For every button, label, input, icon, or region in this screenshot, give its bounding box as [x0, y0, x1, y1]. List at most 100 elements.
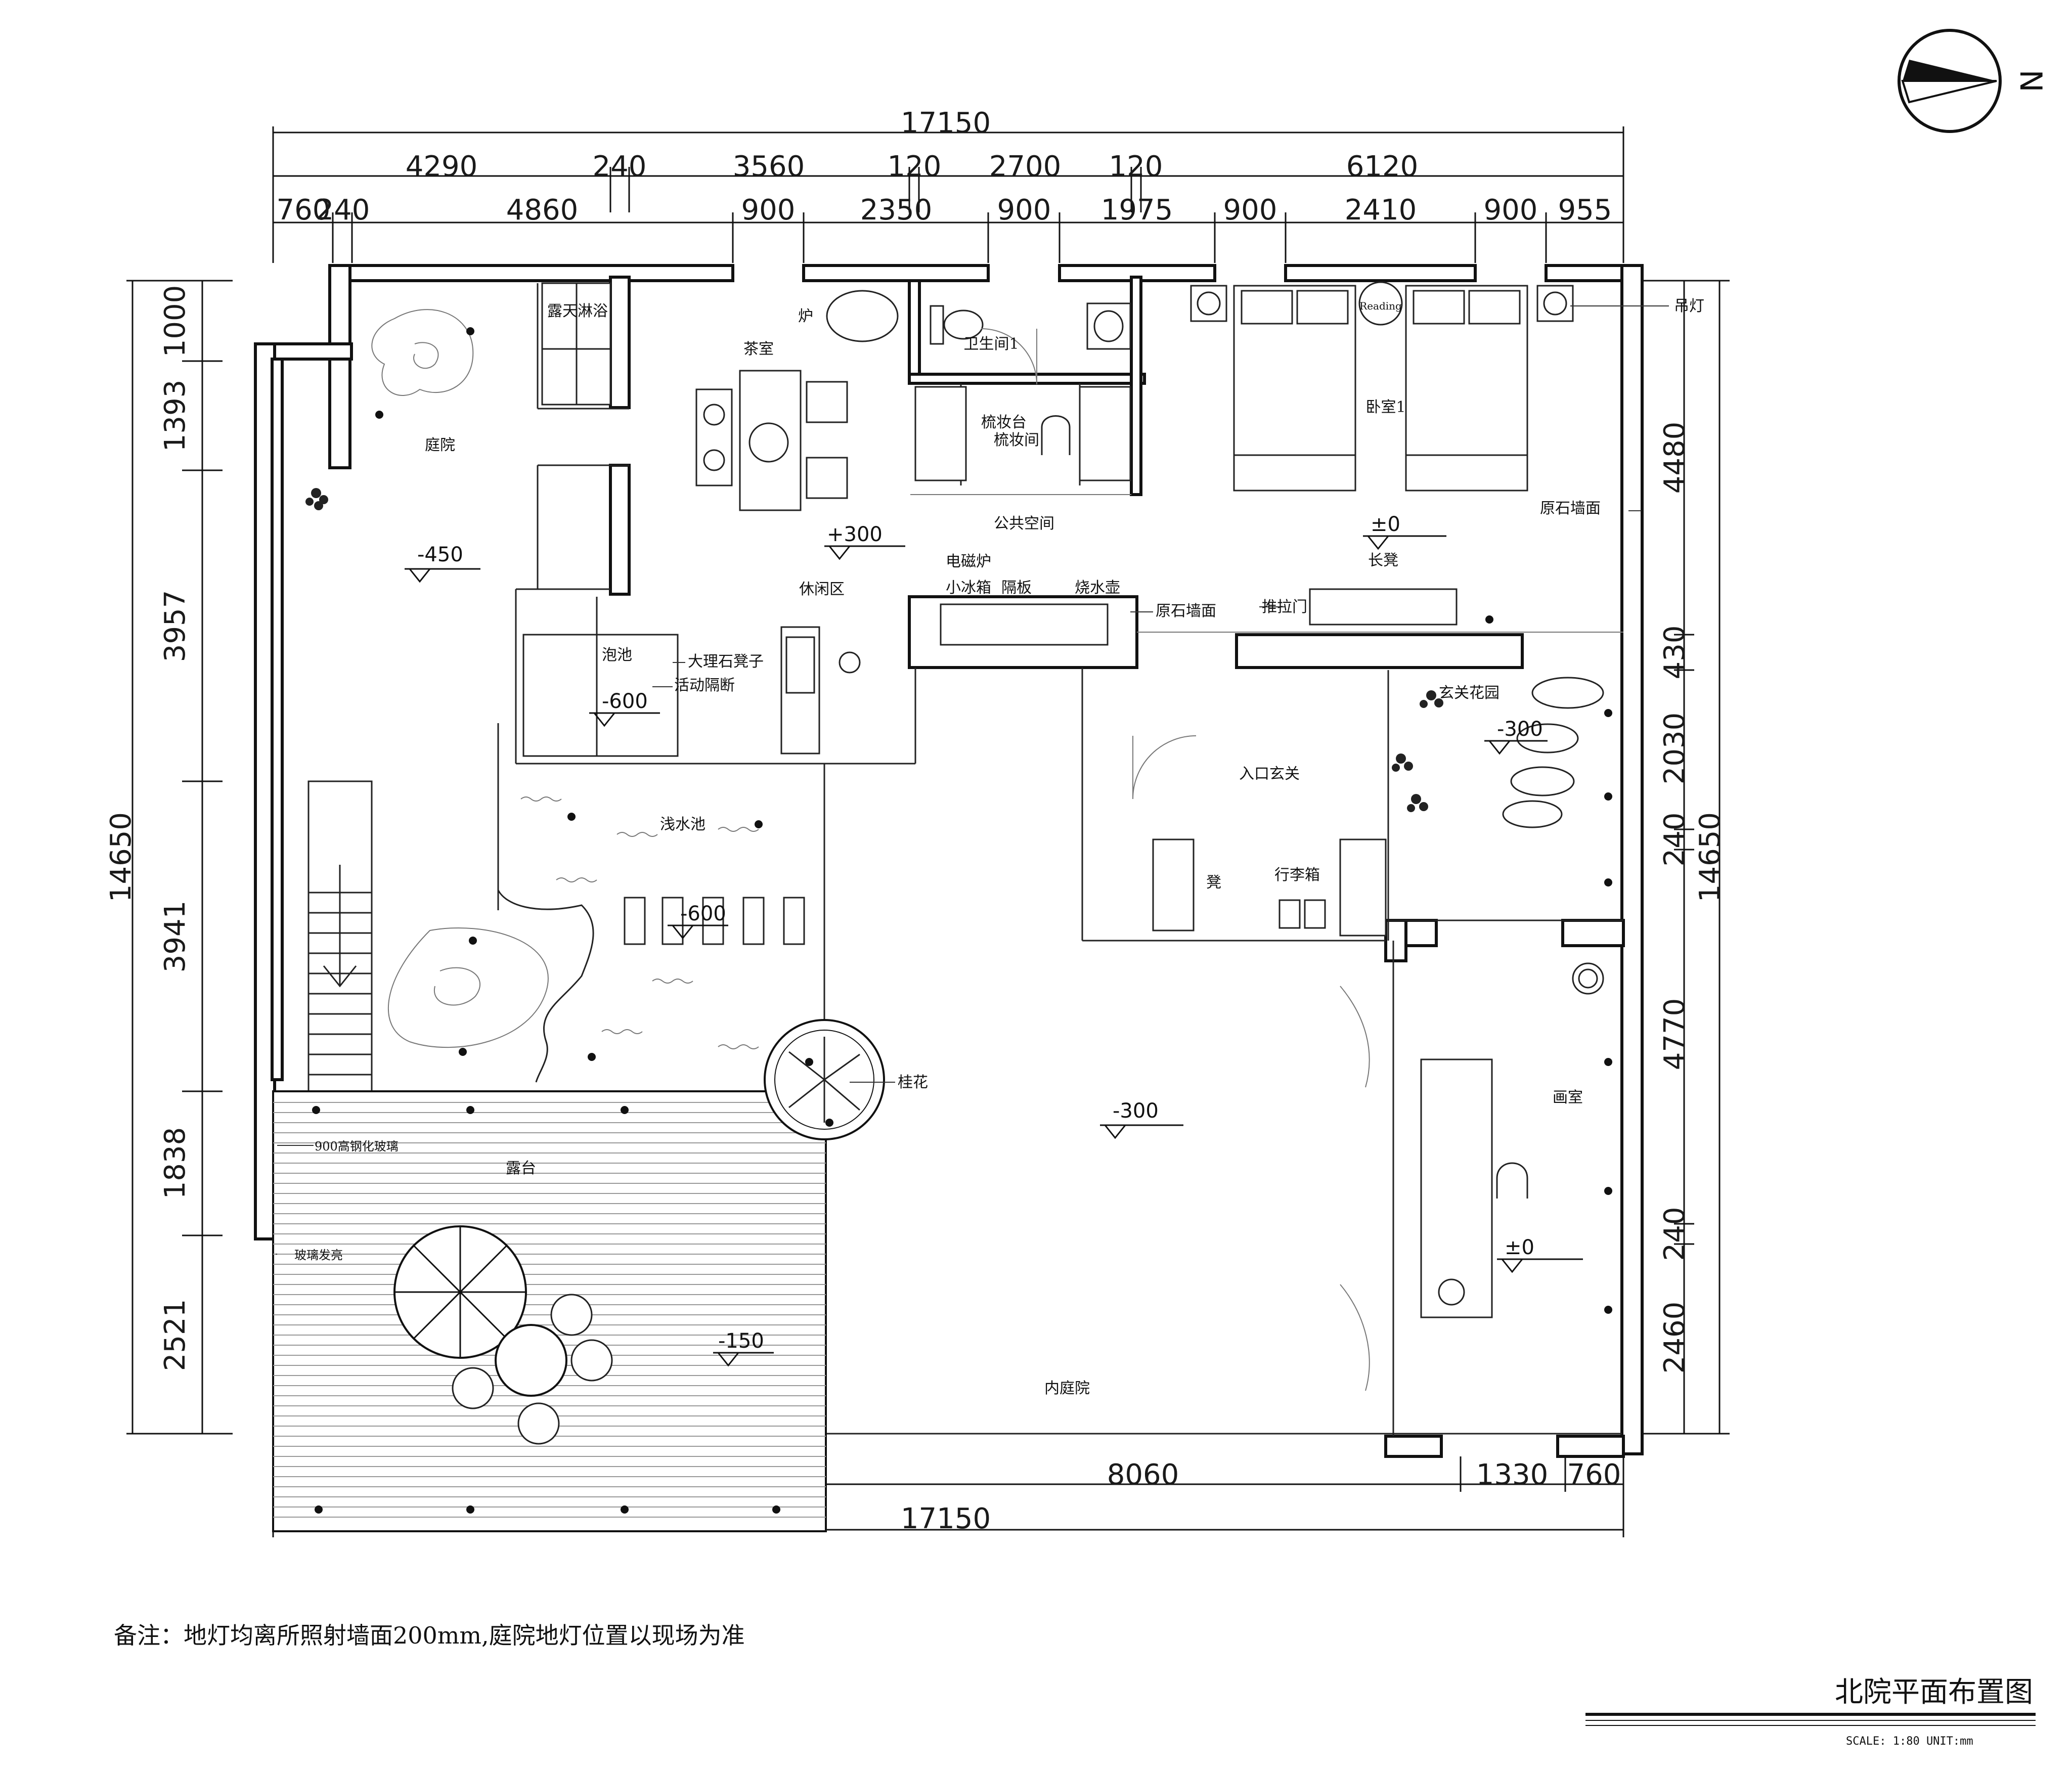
osmanthus-tree-icon — [764, 1019, 885, 1140]
label-pendant-lamp: 吊灯 — [1674, 297, 1704, 315]
scale-note: SCALE: 1:80 UNIT:mm — [1846, 1735, 1973, 1748]
remark-note: 备注：地灯均离所照射墙面200mm,庭院地灯位置以现场为准 — [114, 1622, 745, 1649]
left-dimension-lines — [126, 280, 233, 1435]
dim-top-900d: 900 — [1484, 194, 1538, 227]
door-swings — [981, 328, 1370, 1391]
dim-right-2030: 2030 — [1658, 713, 1691, 785]
dim-left-total: 14650 — [105, 812, 138, 902]
label-tea-room: 茶室 — [743, 340, 774, 358]
vanity-chair-icon — [1041, 415, 1071, 455]
label-long-bench: 长凳 — [1368, 552, 1398, 569]
shower-icon — [541, 282, 611, 406]
water-ripples — [520, 796, 759, 1049]
nightstand-right-icon — [1536, 285, 1574, 322]
long-bench-icon — [1309, 588, 1458, 626]
dim-top-900b: 900 — [997, 194, 1051, 227]
dim-top-900a: 900 — [741, 194, 796, 227]
level-studio: ±0 — [1505, 1236, 1534, 1259]
label-stone-wall-1: 原石墙面 — [1540, 500, 1601, 517]
label-vanity-room: 梳妆间 — [994, 431, 1039, 449]
wardrobe-icon — [914, 386, 1131, 481]
north-label: N — [2013, 70, 2048, 93]
level-garden: -300 — [1497, 718, 1543, 741]
shrub-icons — [305, 488, 1443, 812]
bed-left-icon — [1233, 285, 1356, 492]
label-luggage-rack: 行李箱 — [1274, 866, 1320, 884]
label-lounge: 休闲区 — [799, 581, 845, 598]
label-stone-wall-2: 原石墙面 — [1156, 602, 1216, 620]
stove-icon — [826, 290, 899, 342]
leader-lines — [276, 305, 1669, 1255]
dim-left-2521: 2521 — [159, 1299, 192, 1371]
dim-top-6120: 6120 — [1346, 150, 1419, 183]
label-osmanthus: 桂花 — [898, 1074, 928, 1091]
label-reading: Reading — [1359, 300, 1402, 312]
pool-edge — [497, 890, 594, 1083]
dim-left-1000: 1000 — [159, 285, 192, 358]
label-mini-fridge: 小冰箱 — [946, 579, 991, 597]
dim-top-4290: 4290 — [406, 150, 478, 183]
label-bath1: 卫生间1 — [963, 335, 1019, 353]
dim-right-240a: 240 — [1658, 813, 1691, 867]
dim-top-total: 17150 — [901, 107, 991, 140]
dim-right-430: 430 — [1658, 626, 1691, 680]
label-vanity-table: 梳妆台 — [981, 414, 1027, 431]
stepping-stones — [624, 897, 805, 945]
level-courtyard: -450 — [417, 543, 463, 566]
dim-right-4480: 4480 — [1658, 422, 1691, 494]
pond-rock-icon — [387, 927, 549, 1048]
north-arrow-icon — [1898, 29, 2002, 133]
label-terrace: 露台 — [506, 1160, 536, 1177]
dim-right-4770: 4770 — [1658, 998, 1691, 1071]
label-stove: 炉 — [798, 307, 813, 325]
label-induction-cooker: 电磁炉 — [946, 553, 991, 570]
label-courtyard: 庭院 — [425, 436, 455, 454]
basin-icon — [1086, 302, 1131, 350]
dim-top-2410: 2410 — [1345, 194, 1417, 227]
label-entry-garden: 玄关花园 — [1439, 684, 1500, 702]
terrace-deck — [272, 1090, 827, 1532]
drawing-title: 北院平面布置图 — [1835, 1676, 2033, 1709]
tea-table-icon — [695, 370, 848, 511]
level-bedroom: ±0 — [1371, 513, 1400, 536]
patio-table-icon — [452, 1294, 613, 1445]
studio-desk-icon — [1420, 962, 1604, 1318]
dim-top-2350: 2350 — [860, 194, 933, 227]
hot-tub-icon — [522, 597, 679, 757]
toilet-icon — [930, 305, 984, 345]
level-marker-icons — [405, 535, 1583, 1367]
dim-bottom-760: 760 — [1567, 1458, 1621, 1491]
label-glass-rail: 900高钢化玻璃 — [315, 1139, 399, 1154]
dim-left-3957: 3957 — [159, 590, 192, 662]
label-stool: 凳 — [1206, 874, 1221, 892]
label-studio: 画室 — [1553, 1089, 1583, 1106]
right-dimension-lines — [1639, 280, 1730, 1435]
dim-bottom-total: 17150 — [901, 1502, 991, 1535]
floor-light-dots — [312, 327, 1612, 1514]
entry-wardrobe-icon — [1339, 838, 1387, 937]
dim-right-total: 14650 — [1694, 812, 1727, 902]
reading-lamp-icon — [1358, 281, 1403, 326]
title-underline — [1585, 1713, 2036, 1726]
dim-top-240b: 240 — [316, 194, 370, 227]
dim-top-2700: 2700 — [989, 150, 1062, 183]
label-movable-partition: 活动隔断 — [674, 677, 735, 694]
level-inner: -300 — [1113, 1099, 1159, 1123]
dim-right-2460: 2460 — [1658, 1302, 1691, 1374]
dim-bottom-8060: 8060 — [1107, 1458, 1179, 1491]
dim-top-760: 760 — [277, 194, 331, 227]
dim-bottom-1330: 1330 — [1476, 1458, 1549, 1491]
dim-top-3560: 3560 — [733, 150, 805, 183]
dim-left-1838: 1838 — [159, 1127, 192, 1200]
dim-left-1393: 1393 — [159, 380, 192, 452]
dim-top-900c: 900 — [1223, 194, 1277, 227]
lounge-chair-icon — [780, 626, 861, 755]
label-glass-glow: 玻璃发亮 — [294, 1248, 343, 1262]
courtyard-rock-icon — [371, 309, 474, 396]
label-bedroom1: 卧室1 — [1365, 398, 1405, 416]
dim-right-240b: 240 — [1658, 1207, 1691, 1261]
label-kettle: 烧水壶 — [1075, 579, 1120, 597]
level-pool: -600 — [680, 902, 726, 925]
label-hot-tub: 泡池 — [602, 646, 632, 664]
